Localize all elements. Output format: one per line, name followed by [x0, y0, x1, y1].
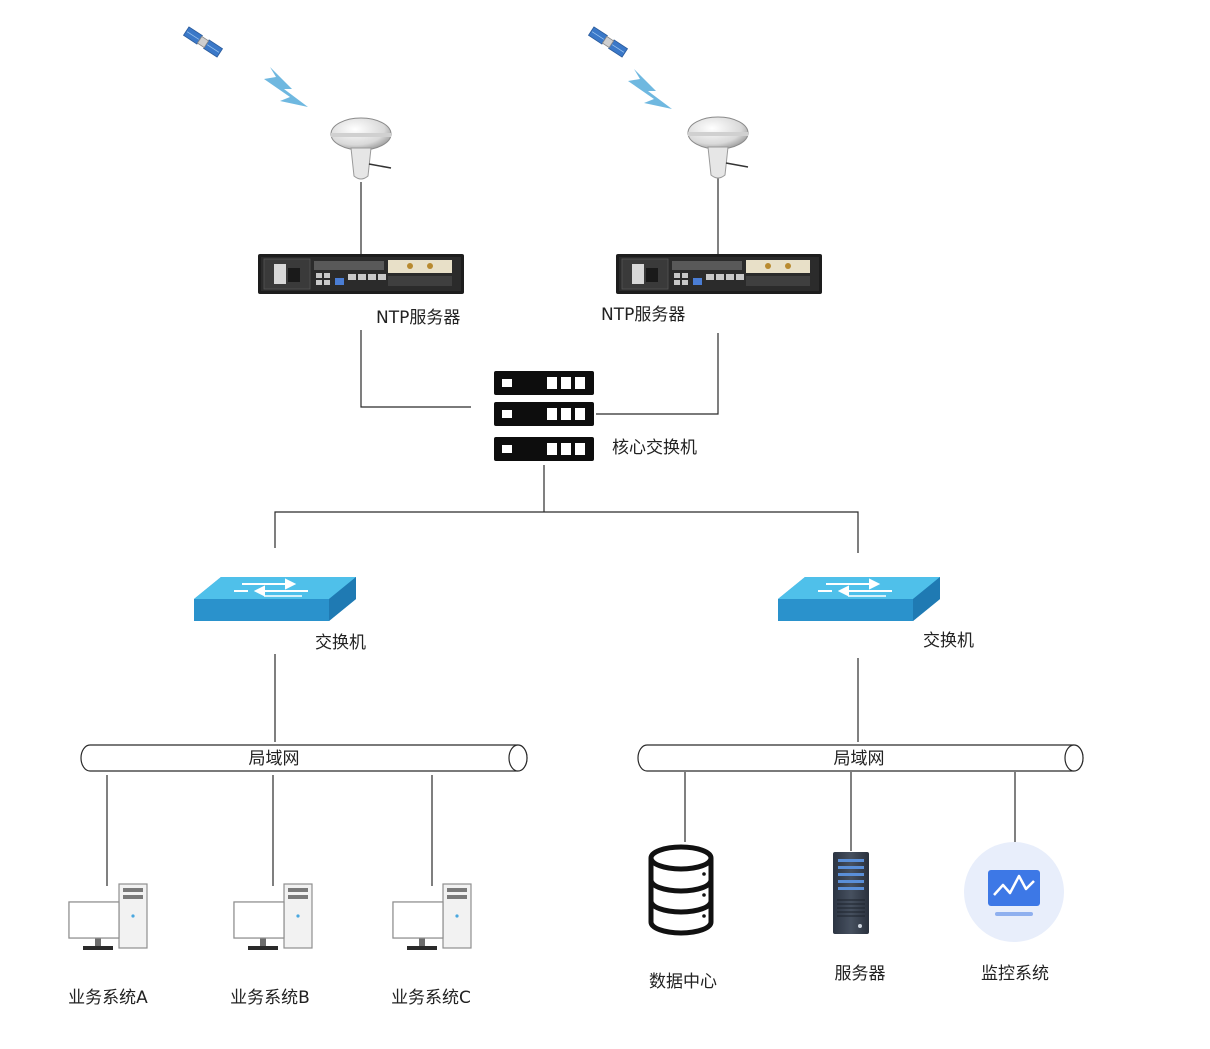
- lan-bus-icon: [80, 744, 528, 772]
- core-switch-label: 核心交换机: [612, 438, 697, 458]
- monitor-icon: [964, 842, 1064, 942]
- client-label: 业务系统C: [391, 988, 471, 1008]
- satellite-icon: [183, 26, 223, 58]
- client-label: 业务系统A: [68, 988, 148, 1008]
- workstation-icon: [392, 883, 472, 951]
- lan-label: 局域网: [834, 749, 885, 769]
- client-label: 业务系统B: [230, 988, 310, 1008]
- switch-icon: [777, 576, 941, 622]
- gps-antenna-icon: [687, 116, 749, 179]
- core-switch-icon: [494, 371, 594, 461]
- connection-lines: [106, 178, 1016, 886]
- signal-icon: [264, 67, 308, 107]
- server-tower-icon: [833, 852, 869, 934]
- ntp-server-label: NTP服务器: [601, 305, 685, 325]
- ntp-server-label: NTP服务器: [376, 308, 460, 328]
- endpoint-label: 服务器: [835, 964, 886, 984]
- ntp-server-icon: [257, 253, 465, 295]
- switch-icon: [193, 576, 357, 622]
- endpoint-label: 监控系统: [981, 964, 1049, 984]
- workstation-icon: [68, 883, 148, 951]
- workstation-icon: [233, 883, 313, 951]
- ntp-server-icon: [615, 253, 823, 295]
- switch-label: 交换机: [315, 633, 366, 653]
- satellite-icon: [588, 26, 628, 58]
- database-icon: [648, 844, 714, 936]
- signal-icon: [628, 69, 672, 109]
- switch-label: 交换机: [923, 631, 974, 651]
- lan-bus-icon: [637, 744, 1084, 772]
- endpoint-label: 数据中心: [649, 972, 717, 992]
- gps-antenna-icon: [330, 117, 392, 180]
- lan-label: 局域网: [249, 749, 300, 769]
